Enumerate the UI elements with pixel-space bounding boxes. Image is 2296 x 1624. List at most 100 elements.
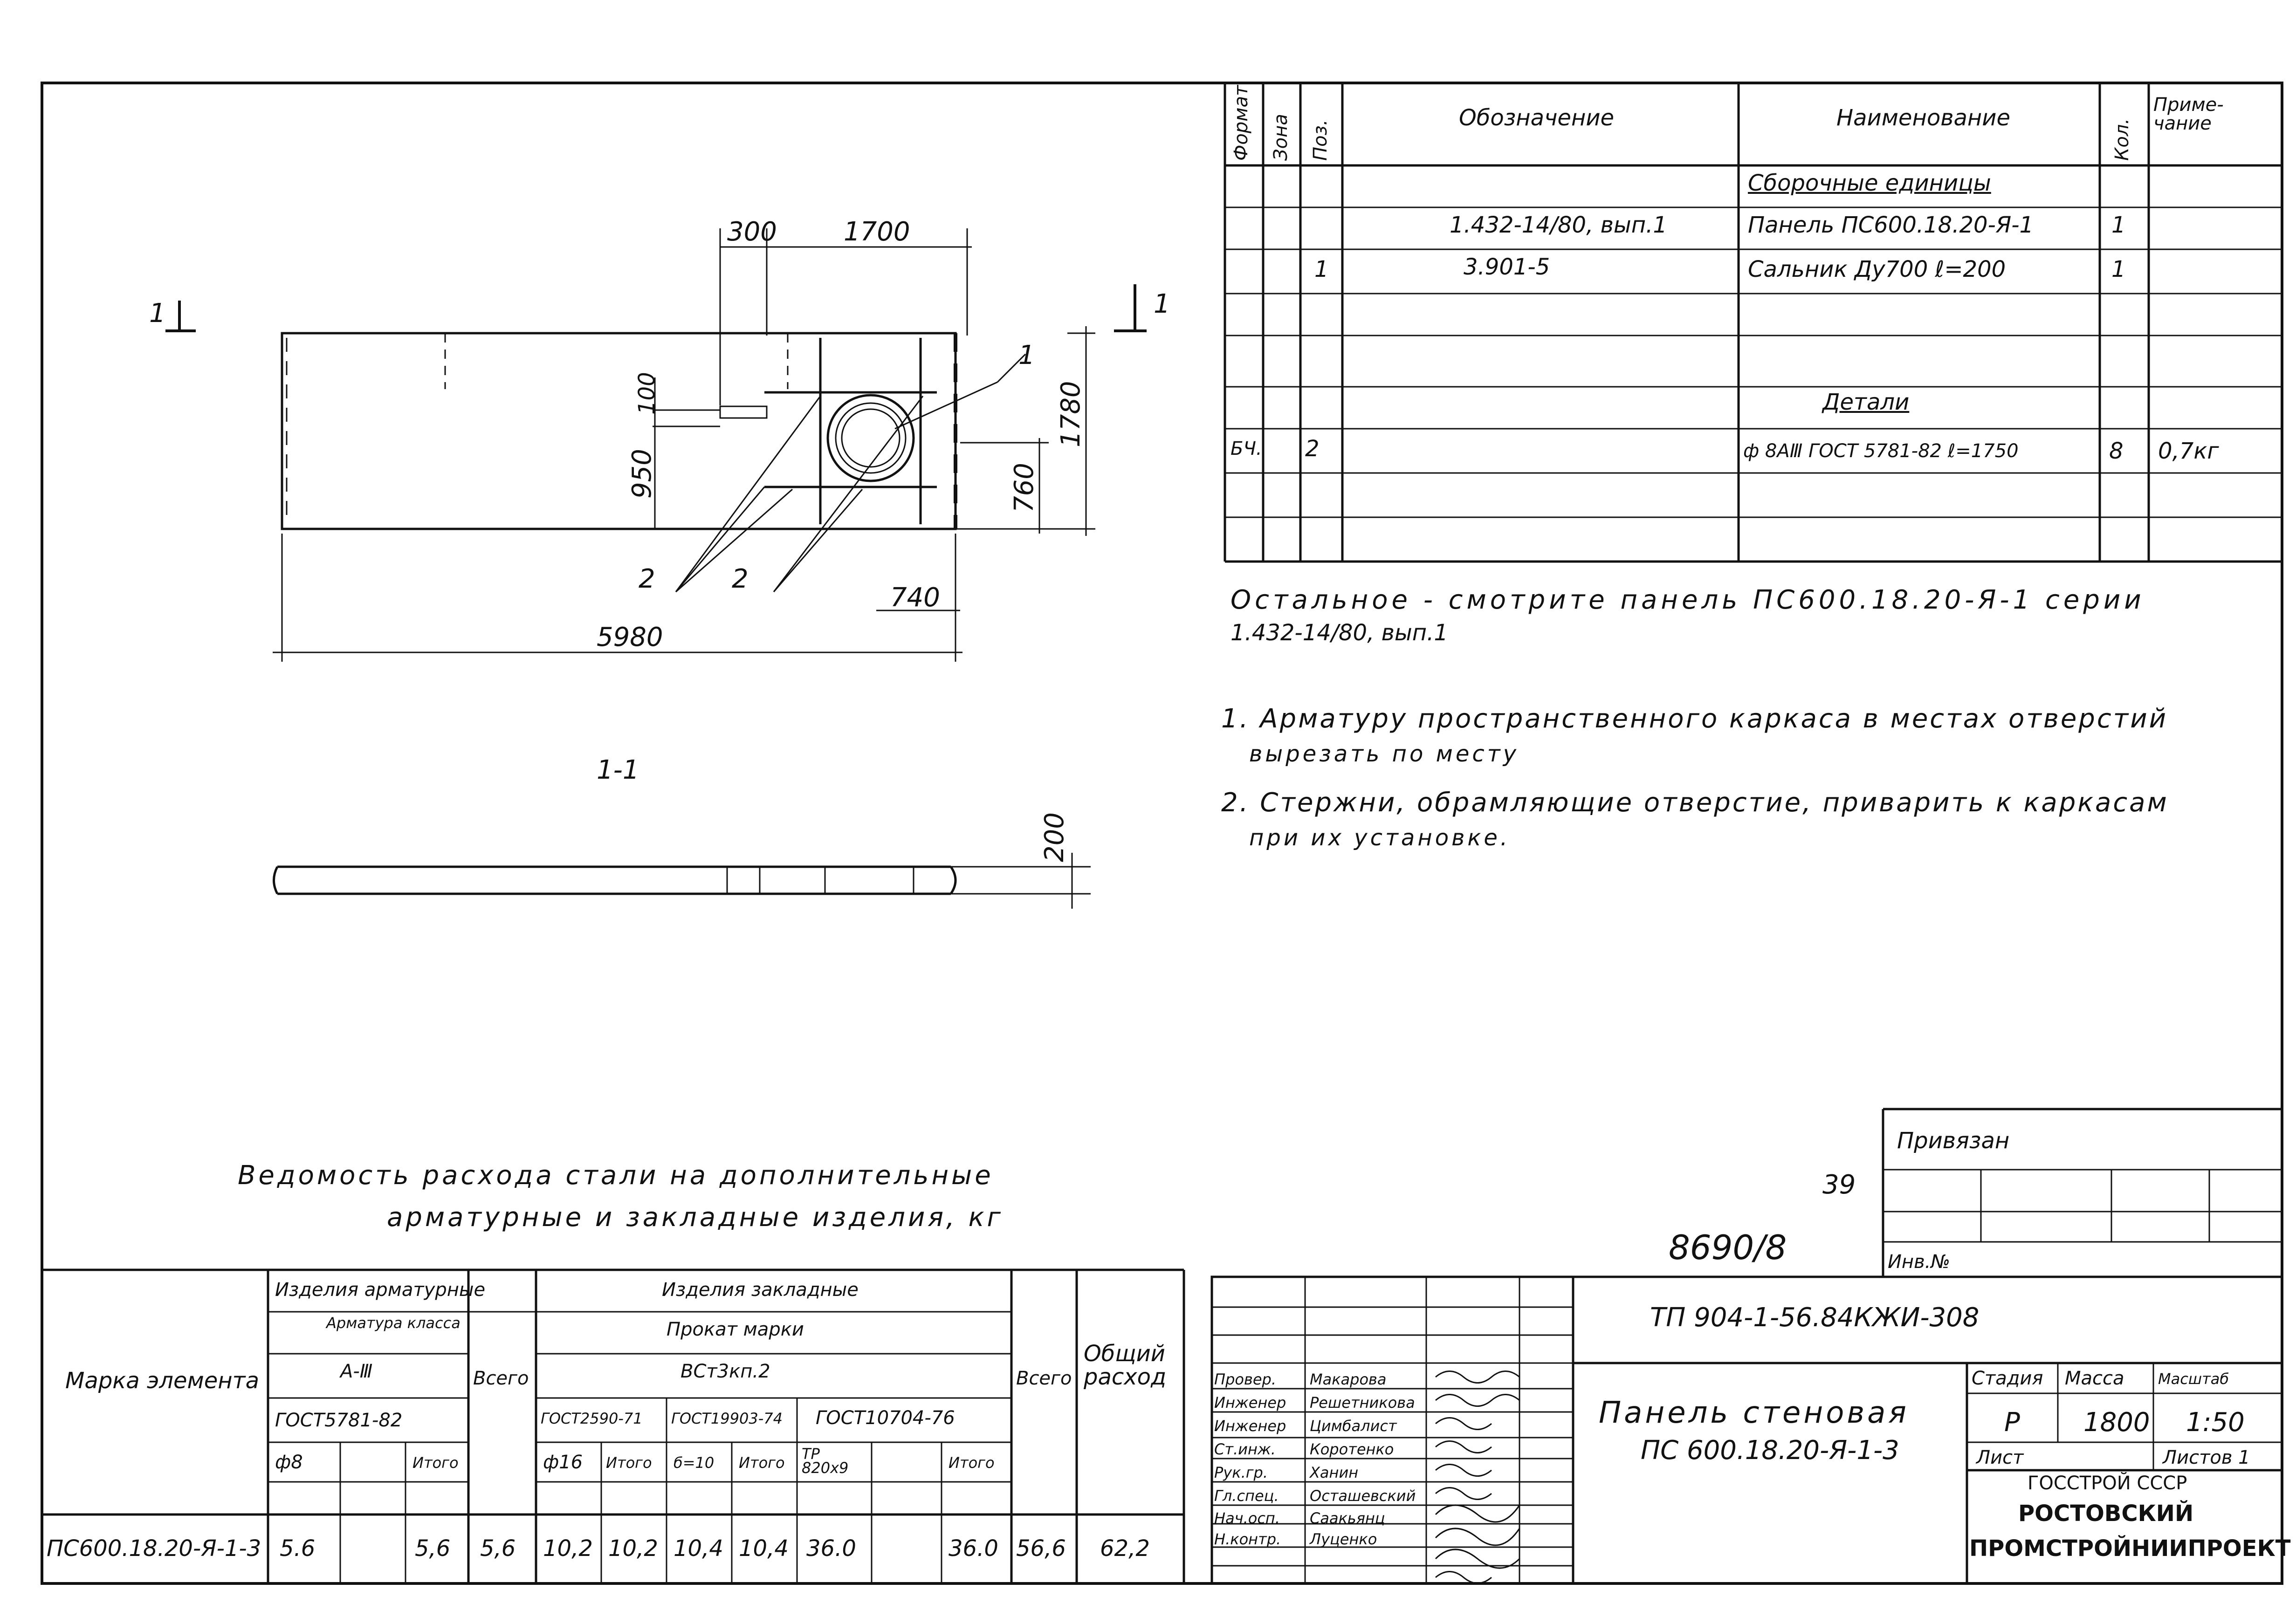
steel-h-armat: Изделия арматурные — [275, 1279, 486, 1301]
steel-cell-tr: 36.0 — [806, 1535, 856, 1562]
spec-row-name: Панель ПС600.18.20-Я-1 — [1748, 212, 2034, 238]
dim-1700: 1700 — [844, 217, 910, 247]
leader-lines — [675, 353, 1026, 593]
signer-row: Рук.гр.Ханин — [1214, 1461, 1429, 1484]
sheet-frame — [41, 82, 2283, 1585]
steel-h-gost2590: ГОСТ2590-71 — [541, 1410, 643, 1427]
stamp-mass: 1800 — [2083, 1407, 2150, 1438]
stamp-scale-header: Масштаб — [2158, 1370, 2229, 1388]
cut-marks — [165, 284, 1147, 332]
spec-row-qty: 8 — [2109, 438, 2124, 464]
steel-cell-itogo4: 36.0 — [949, 1535, 998, 1562]
dim-100: 100 — [634, 372, 660, 415]
spec-row-designation: 3.901-5 — [1464, 254, 1550, 280]
signer-role: Ст.инж. — [1214, 1440, 1276, 1458]
signer-row: Ст.инж. Коротенко — [1214, 1438, 1429, 1461]
signer-row: Н.контр.Луценко — [1214, 1528, 1429, 1549]
section-view — [273, 853, 1091, 909]
signer-name: Решетникова — [1310, 1394, 1415, 1412]
dimension-lines — [273, 228, 1095, 662]
stamp-sheet-header: Лист — [1976, 1447, 2024, 1468]
spec-row-format: БЧ. — [1230, 438, 1262, 459]
stamp-inv: Инв.№ — [1888, 1251, 1950, 1273]
steel-h-f8: ф8 — [275, 1452, 303, 1473]
steel-cell-element: ПС600.18.20-Я-1-3 — [47, 1535, 261, 1562]
mark-2: 2 — [639, 564, 655, 594]
dim-740: 740 — [890, 582, 940, 613]
signer-name: Коротенко — [1310, 1440, 1394, 1458]
steel-cell-itogo1: 5,6 — [415, 1535, 451, 1562]
steel-h-vsego: Всего — [473, 1368, 529, 1389]
steel-h-f16: ф16 — [543, 1452, 583, 1473]
stamp-mass-header: Масса — [2065, 1368, 2124, 1389]
spec-row-assembly-units: Сборочные единицы — [1748, 170, 1991, 196]
steel-cell-total: 62,2 — [1100, 1535, 1150, 1562]
title-block-rows — [1212, 1169, 2282, 1583]
signer-role: Гл.спец. — [1214, 1487, 1279, 1505]
steel-table-rows — [268, 1311, 1011, 1583]
signer-role: Нач.осп. — [1214, 1509, 1280, 1527]
steel-h-d10: б=10 — [674, 1454, 715, 1472]
stamp-privyazan: Привязан — [1897, 1128, 2010, 1154]
steel-cell-vsego1: 5,6 — [480, 1535, 516, 1562]
spec-header-designation: Обозначение — [1459, 105, 1615, 131]
signer-name: Саакьянц — [1310, 1509, 1385, 1527]
signer-name: Луценко — [1310, 1530, 1377, 1548]
spec-row-qty: 1 — [2111, 256, 2126, 282]
steel-h-total: Общий расход — [1084, 1341, 1167, 1390]
steel-cell-d10: 10,4 — [674, 1535, 723, 1562]
spec-header-name: Наименование — [1836, 105, 2011, 131]
steel-cell-itogo3: 10,4 — [739, 1535, 789, 1562]
dim-760: 760 — [1009, 463, 1039, 513]
cut-mark-left: 1 — [149, 298, 166, 329]
stamp-org-1: ГОССТРОЙ СССР — [2028, 1473, 2187, 1494]
stamp-code: ТП 904-1-56.84КЖИ-308 — [1650, 1302, 1980, 1333]
steel-h-prokat: Прокат марки — [667, 1319, 804, 1340]
signer-row: Провер. Макарова — [1214, 1368, 1429, 1391]
steel-h-itogo: Итого — [949, 1454, 995, 1472]
steel-table-grid — [42, 1268, 1185, 1583]
panel-plan — [281, 332, 957, 530]
spec-row-qty: 1 — [2111, 212, 2126, 238]
spec-row-pos: 2 — [1305, 436, 1320, 462]
note-2a: 2. Стержни, обрамляющие отверстие, прива… — [1221, 788, 2169, 818]
steel-h-zaklad: Изделия закладные — [662, 1279, 859, 1301]
steel-h-element: Марка элемента — [65, 1368, 260, 1394]
signer-role: Рук.гр. — [1214, 1464, 1268, 1481]
dim-300: 300 — [727, 217, 777, 247]
steel-h-vsego: Всего — [1016, 1368, 1072, 1389]
steel-cell-f8: 5.6 — [280, 1535, 316, 1562]
signer-name: Макарова — [1310, 1370, 1387, 1388]
dim-950: 950 — [627, 449, 657, 499]
signer-name: Осташевский — [1310, 1487, 1416, 1505]
spec-header-pos: Поз. — [1310, 119, 1331, 161]
mark-1: 1 — [1018, 340, 1035, 370]
spec-row-note: 0,7кг — [2158, 438, 2219, 464]
stamp-scale: 1:50 — [2186, 1407, 2245, 1438]
steel-h-armat-class: Арматура класса — [326, 1314, 461, 1332]
steel-cell-vsego2: 56,6 — [1016, 1535, 1066, 1562]
section-label: 1-1 — [597, 755, 639, 785]
steel-cell-f16: 10,2 — [543, 1535, 593, 1562]
steel-h-tr: ТР 820х9 — [802, 1445, 849, 1477]
note-1a: 1. Арматуру пространственного каркаса в … — [1221, 704, 2168, 734]
note-1b: вырезать по месту — [1249, 741, 1519, 767]
spec-header-format: Формат — [1230, 85, 1252, 161]
spec-header-qty: Кол. — [2111, 118, 2133, 161]
spec-row-pos: 1 — [1314, 256, 1329, 282]
spec-table-rows — [1225, 206, 2282, 518]
steel-h-gost10704: ГОСТ10704-76 — [816, 1407, 955, 1429]
signer-row: Нач.осп. Саакьянц — [1214, 1508, 1429, 1528]
steel-cell-itogo2: 10,2 — [608, 1535, 658, 1562]
signer-role: Инженер — [1214, 1417, 1286, 1435]
stamp-sheets-header: Листов 1 — [2163, 1447, 2250, 1468]
stamp-signers: Провер. Макарова Инженер Решетникова Инжен… — [1214, 1368, 1429, 1549]
signer-role: Провер. — [1214, 1370, 1276, 1388]
spec-header-note: Приме-чание — [2153, 94, 2224, 134]
steel-title-2: арматурные и закладные изделия, кг — [387, 1202, 1004, 1233]
stamp-title-2: ПС 600.18.20-Я-1-3 — [1641, 1435, 1899, 1466]
steel-h-itogo: Итого — [739, 1454, 785, 1472]
stamp-stage: Р — [2004, 1407, 2020, 1438]
stamp-title-1: Панель стеновая — [1599, 1396, 1909, 1430]
